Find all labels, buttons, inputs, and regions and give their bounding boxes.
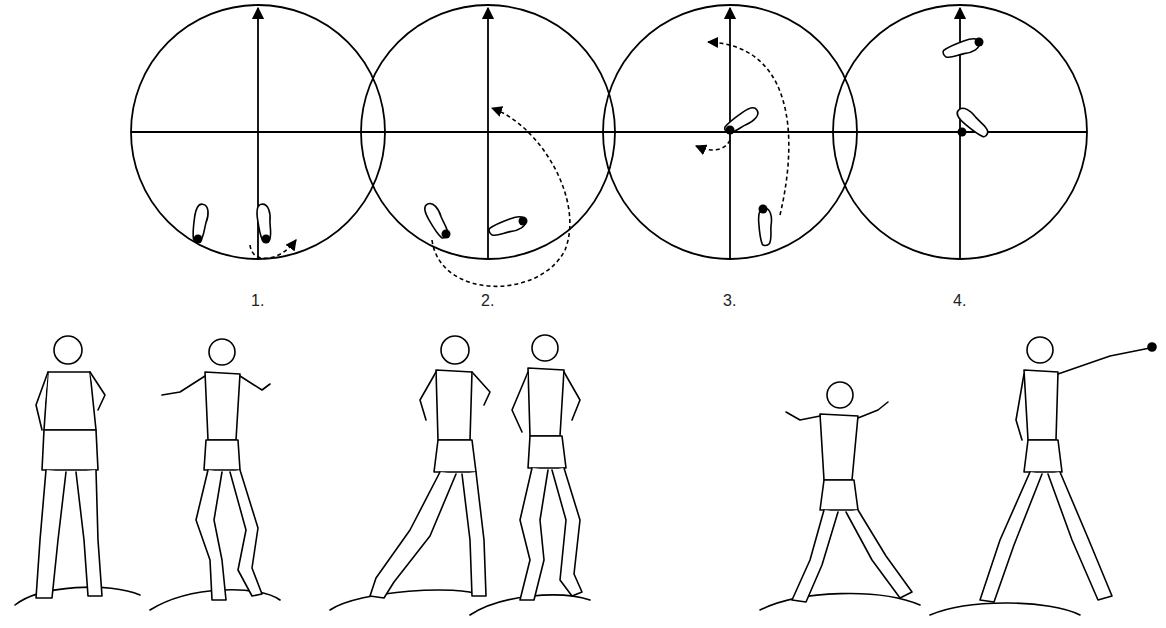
movement-arrow (432, 108, 570, 286)
throwing-circle (131, 5, 385, 259)
ring-arc (15, 587, 1080, 615)
throwing-circle (833, 5, 1087, 259)
footprint (191, 203, 273, 243)
movement-arrow (250, 240, 296, 258)
step-number: 4. (953, 292, 966, 310)
step-number: 1. (251, 292, 264, 310)
athlete-figure (370, 336, 490, 598)
throwing-circle (361, 5, 615, 259)
athlete-figure (512, 335, 582, 600)
movement-arrow (696, 140, 730, 150)
footprint (942, 36, 992, 139)
athlete-figure (980, 337, 1156, 602)
movement-arrow (708, 42, 789, 215)
athlete-figure (36, 336, 105, 598)
step-number: 2. (481, 292, 494, 310)
step-number: 3. (723, 292, 736, 310)
throwing-circle (603, 5, 857, 259)
athlete-figure (162, 339, 270, 600)
footprint (422, 201, 528, 240)
athlete-figure (786, 382, 912, 602)
footprint (723, 105, 774, 246)
